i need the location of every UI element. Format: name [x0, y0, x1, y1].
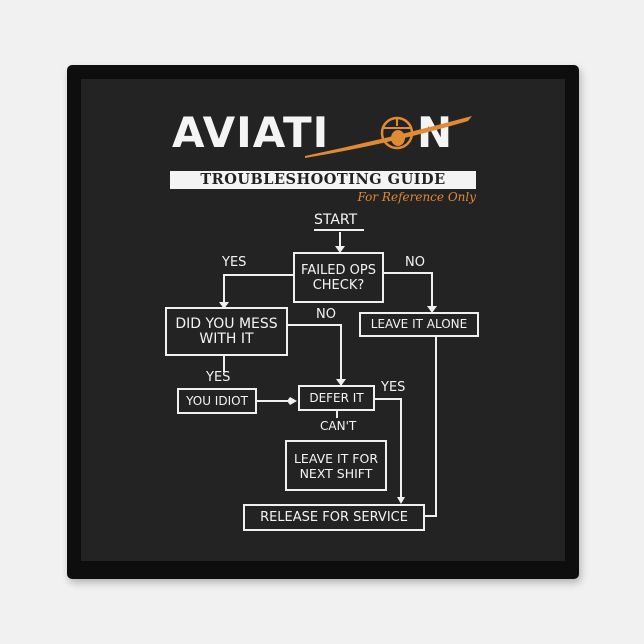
node-text: WITH IT	[199, 330, 254, 347]
node-defer-it: DEFER IT	[298, 385, 375, 411]
node-text: NEXT SHIFT	[299, 465, 373, 481]
subtitle-banner: TROUBLESHOOTING GUIDE	[170, 171, 476, 189]
node-failed-ops-check: FAILED OPS CHECK?	[293, 252, 384, 303]
node-text: FAILED OPS	[301, 262, 376, 278]
tagline: For Reference Only	[357, 190, 476, 204]
title-text: AVIATI	[172, 108, 330, 157]
edge-label-yes: YES	[381, 380, 406, 395]
node-did-you-mess: DID YOU MESS WITH IT	[165, 307, 288, 356]
start-label: START	[314, 212, 358, 228]
canvas-face	[81, 79, 565, 561]
edge-label-no: NO	[316, 307, 336, 322]
node-text: LEAVE IT FOR	[293, 450, 379, 466]
title-aviation: AVIATI N	[172, 112, 452, 154]
edge-label-yes: YES	[206, 370, 231, 385]
node-text: DID YOU MESS	[175, 315, 278, 332]
edge-label-no: NO	[405, 255, 425, 270]
node-text: CHECK?	[312, 277, 365, 293]
node-release-for-service: RELEASE FOR SERVICE	[243, 504, 425, 531]
node-you-idiot: YOU IDIOT	[177, 388, 257, 414]
node-leave-it-alone: LEAVE IT ALONE	[359, 312, 479, 337]
edge-label-yes: YES	[222, 255, 247, 270]
canvas-print	[67, 65, 579, 579]
edge-label-cant: CAN'T	[320, 419, 357, 433]
node-leave-for-next-shift: LEAVE IT FOR NEXT SHIFT	[285, 440, 387, 491]
